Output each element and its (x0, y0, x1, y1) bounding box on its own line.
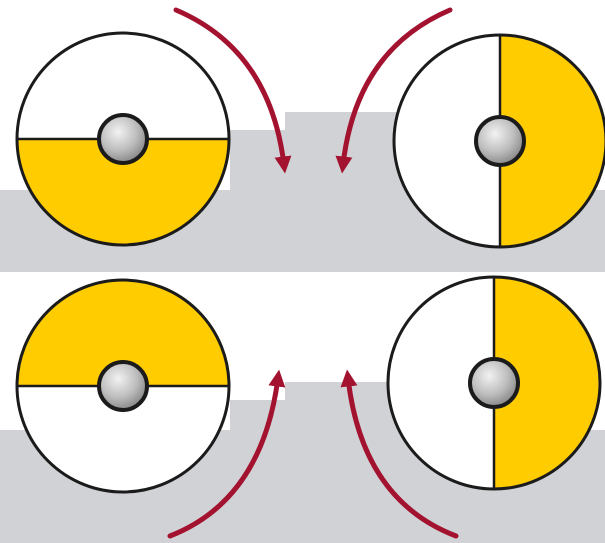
counterweight-half (500, 35, 605, 247)
shaft-hub-icon (468, 357, 520, 409)
disc-rim (15, 31, 231, 247)
shaft-hub-icon (97, 360, 149, 412)
shaft-hub-icon (97, 113, 149, 165)
shaft-hub-icon (474, 115, 526, 167)
disc-top-left (15, 31, 231, 247)
disc-rim (15, 278, 231, 494)
disc-bottom-left (15, 278, 231, 494)
disc-rim (386, 275, 602, 491)
counterweight-half (17, 139, 229, 245)
disc-top-right (392, 33, 605, 249)
rotation-arrow-icon (340, 369, 459, 539)
rotation-arrow-icon (167, 369, 286, 539)
disc-bottom-right (386, 275, 602, 491)
counterweight-half (17, 280, 229, 386)
rotation-arrow-icon (173, 7, 292, 174)
rotation-arrow-icon (335, 7, 453, 174)
counterweight-half (494, 277, 600, 489)
disc-rim (392, 33, 605, 249)
